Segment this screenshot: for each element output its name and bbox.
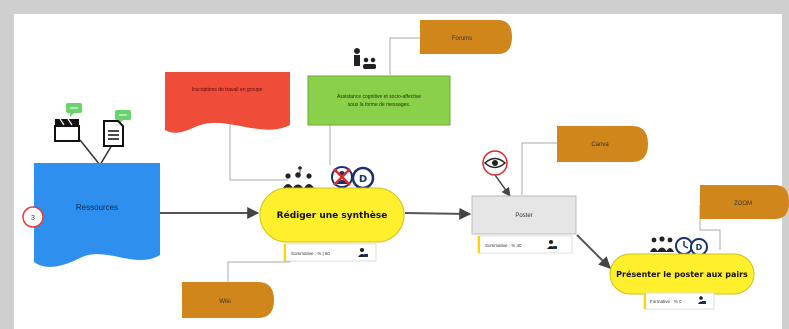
clock-icon	[675, 237, 693, 255]
assistance-label-line2: sous la forme de messages.	[348, 102, 411, 108]
zoom-node[interactable]	[700, 185, 789, 219]
d-badge-icon: D	[351, 166, 375, 190]
d-badge-icon: D	[690, 238, 708, 256]
forums-node[interactable]	[420, 20, 512, 54]
connector-icons-ressources	[79, 139, 113, 166]
no-teacher-icon	[331, 166, 353, 188]
canva-label: Canva	[591, 142, 609, 148]
person-icon	[698, 296, 706, 304]
person-icon	[358, 248, 368, 257]
d-badge-label-2: D	[696, 243, 703, 252]
poster-summary-label: Sommative : % 40	[485, 243, 522, 248]
ressources-shape[interactable]	[34, 163, 160, 267]
connector-rediger-poster	[404, 207, 472, 220]
inscription-node[interactable]	[165, 72, 290, 133]
rediger-label: Rédiger une synthèse	[277, 210, 388, 221]
rediger-node[interactable]	[259, 187, 405, 243]
start-badge-label: 3	[31, 215, 35, 222]
clapperboard-icon	[54, 118, 80, 142]
group-icon	[650, 236, 674, 252]
zoom-label: ZOOM	[734, 201, 752, 207]
assistance-label-line1: Assistance cognitive et socio-affective	[337, 94, 421, 100]
teacher-group-icon	[354, 48, 376, 69]
rediger-summary-label: Sommative : % | 60	[291, 251, 330, 256]
inscription-label: Inscriptions de travail en groupe	[192, 87, 263, 93]
ressources-label: Ressources	[76, 203, 118, 212]
assistance-node[interactable]	[307, 75, 451, 126]
connectors	[79, 37, 721, 285]
poster-label: Poster	[515, 213, 532, 219]
chat-icon	[66, 103, 82, 117]
presenter-label: Présenter le poster aux pairs	[616, 269, 748, 279]
document-icon	[103, 120, 124, 147]
connector-poster-presenter	[576, 234, 611, 269]
connector-inscription-rediger	[229, 112, 288, 181]
d-badge-label: D	[359, 174, 367, 185]
connector-eye-poster	[494, 174, 511, 197]
eye-icon	[482, 150, 508, 176]
person-icon	[547, 240, 557, 249]
forums-label: Forums	[452, 36, 472, 42]
canva-node[interactable]	[557, 126, 648, 162]
wiki-label: Wiki	[219, 299, 230, 305]
connector-canva-poster	[521, 142, 557, 195]
presenter-summary-label: Formative : % 0	[650, 299, 682, 304]
start-badge[interactable]	[22, 206, 44, 228]
poster-node[interactable]	[471, 195, 577, 235]
wiki-node[interactable]	[182, 282, 274, 318]
connector-forums-assistance	[389, 37, 420, 75]
